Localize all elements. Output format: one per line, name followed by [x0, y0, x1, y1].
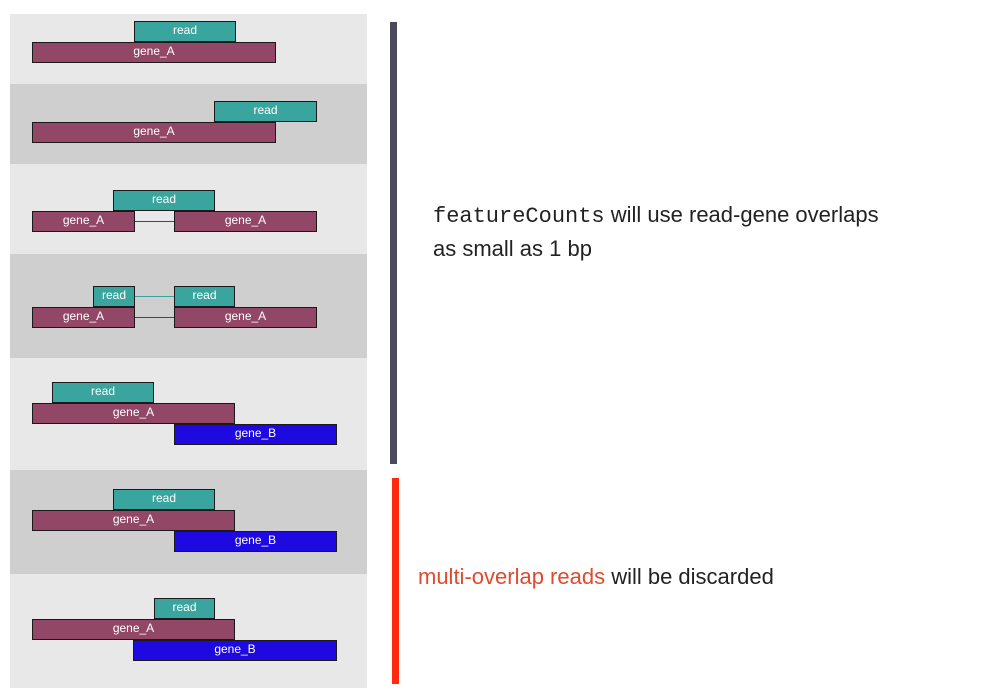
- discarded-group-bar: [392, 478, 399, 684]
- gene-a-box: gene_A: [32, 619, 235, 640]
- discarded-annotation: multi-overlap reads will be discarded: [418, 561, 774, 593]
- scenario-panel-5: read gene_A gene_B: [10, 358, 367, 470]
- counted-group-bar: [390, 22, 397, 464]
- gene-a-box: gene_A: [32, 403, 235, 424]
- gene-b-box: gene_B: [133, 640, 337, 661]
- read-segment-1: read: [93, 286, 135, 307]
- discarded-rest: will be discarded: [605, 564, 774, 589]
- gene-a-exon-1: gene_A: [32, 307, 135, 328]
- scenario-panel-1: read gene_A: [10, 14, 367, 84]
- discarded-highlight: multi-overlap reads: [418, 564, 606, 589]
- gene-a-intron-line: [135, 317, 174, 318]
- read-split-line: [135, 296, 174, 297]
- featurecounts-code: featureCounts: [433, 204, 605, 229]
- counted-annotation-line-2: as small as 1 bp: [433, 236, 592, 261]
- scenario-panel-6: read gene_A gene_B: [10, 470, 367, 574]
- gene-b-box: gene_B: [174, 531, 337, 552]
- gene-b-box: gene_B: [174, 424, 337, 445]
- read-box: read: [214, 101, 317, 122]
- scenario-panel-3: read gene_A gene_A: [10, 164, 367, 254]
- gene-a-exon-1: gene_A: [32, 211, 135, 232]
- gene-a-box: gene_A: [32, 122, 276, 143]
- scenario-panel-7: read gene_A gene_B: [10, 574, 367, 688]
- counted-annotation-line-1: featureCounts will use read-gene overlap…: [433, 199, 879, 233]
- counted-annotation-rest: will use read-gene overlaps: [604, 202, 879, 227]
- gene-a-exon-2: gene_A: [174, 307, 317, 328]
- read-box: read: [134, 21, 236, 42]
- read-box: read: [113, 190, 215, 211]
- read-box: read: [52, 382, 154, 403]
- scenario-panel-4: read read gene_A gene_A: [10, 254, 367, 358]
- read-box: read: [154, 598, 215, 619]
- scenario-panel-2: read gene_A: [10, 84, 367, 164]
- read-segment-2: read: [174, 286, 235, 307]
- gene-a-intron-line: [135, 221, 174, 222]
- gene-a-box: gene_A: [32, 510, 235, 531]
- gene-a-exon-2: gene_A: [174, 211, 317, 232]
- gene-a-box: gene_A: [32, 42, 276, 63]
- counted-annotation: featureCounts will use read-gene overlap…: [433, 199, 879, 265]
- read-box: read: [113, 489, 215, 510]
